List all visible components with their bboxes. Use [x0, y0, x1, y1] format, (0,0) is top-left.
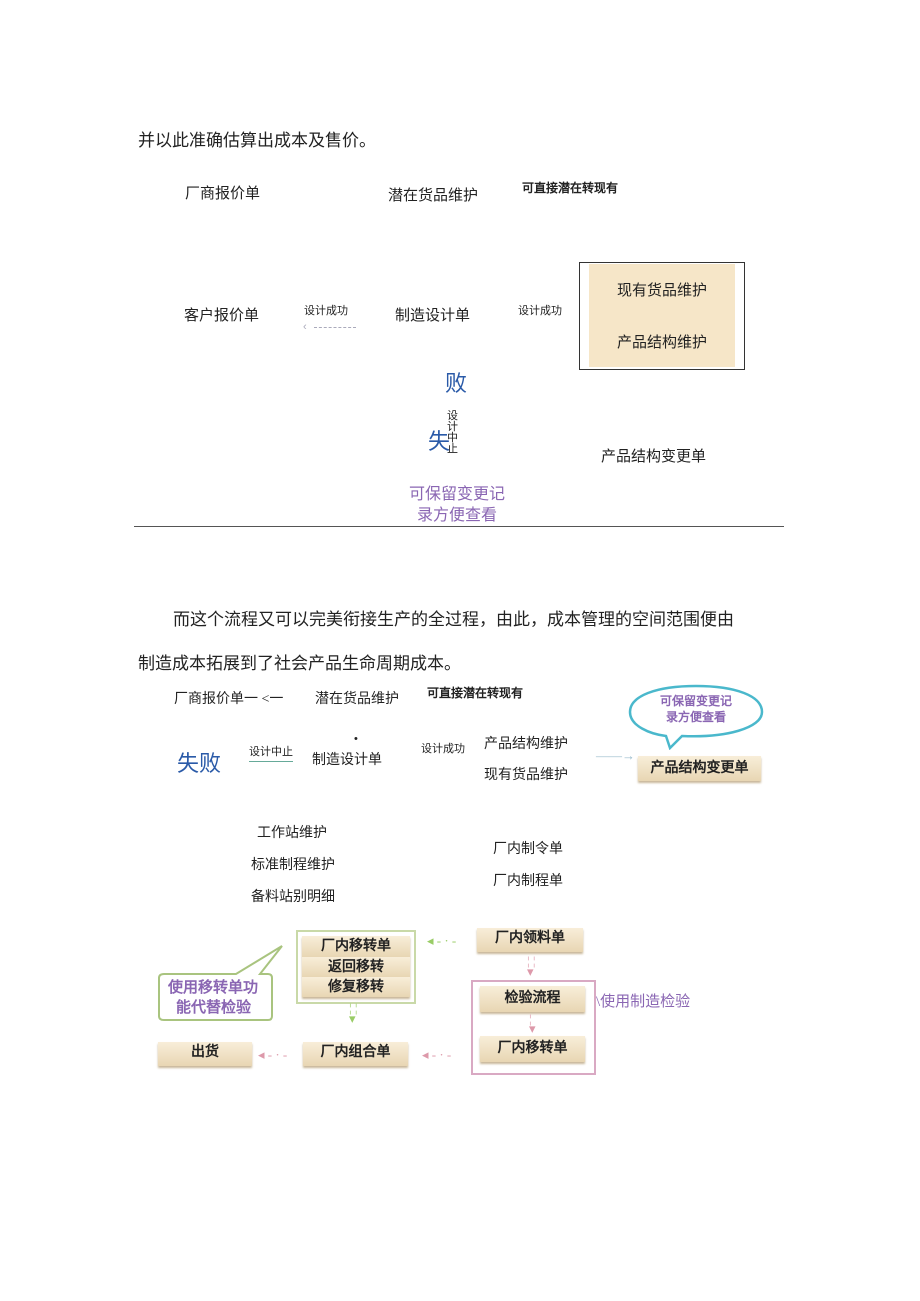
- material-station: 备料站别明细: [251, 890, 335, 905]
- existing-goods: 现有货品维护: [484, 768, 568, 783]
- callout-line2: 能代替检验: [176, 1000, 252, 1016]
- fail-label: 失败: [177, 751, 222, 776]
- keep-record-line2: 录方便查看: [417, 507, 498, 524]
- customer-quote: 客户报价单: [184, 308, 260, 324]
- std-process: 标准制程维护: [251, 858, 335, 873]
- convert-note: 可直接潜在转现有: [427, 686, 524, 700]
- speech-bubble: [628, 684, 764, 750]
- arrow-left-icon: ◂ - · -: [427, 933, 457, 948]
- callout-box: [158, 945, 283, 1021]
- existing-goods: 现有货品维护: [617, 283, 708, 299]
- inspection-group: [471, 980, 596, 1075]
- dot: •: [354, 733, 358, 745]
- shipment-box: 出货: [158, 1042, 252, 1066]
- arrow-left-icon: ◂ - · -: [422, 1047, 452, 1062]
- arrow-right-icon: ——→: [596, 748, 635, 763]
- arrow-left-icon: ◂ - · -: [258, 1047, 288, 1062]
- design-stop: 设计中止: [249, 743, 293, 762]
- bubble-line2: 录方便查看: [666, 710, 727, 724]
- assembly-order-box: 厂内组合单: [303, 1042, 408, 1066]
- fail-char: 失: [428, 429, 451, 454]
- arrow-down-icon: ¦ ▾: [529, 1011, 536, 1036]
- intro-line: 并以此准确估算出成本及售价。: [138, 131, 376, 150]
- fail-char: 败: [445, 371, 468, 396]
- process-order: 厂内制程单: [493, 874, 563, 889]
- workstation: 工作站维护: [257, 826, 327, 841]
- bubble-line1: 可保留变更记: [660, 694, 733, 708]
- paragraph-line2: 制造成本拓展到了社会产品生命周期成本。: [138, 654, 461, 673]
- transfer-order-box-2: 厂内移转单: [480, 1036, 585, 1062]
- divider: [134, 526, 784, 527]
- goods-box: [579, 262, 745, 370]
- mfg-design: 制造设计单: [312, 753, 382, 768]
- mfg-design: 制造设计单: [395, 308, 471, 324]
- work-order: 厂内制令单: [493, 842, 563, 857]
- potential-goods: 潜在货品维护: [315, 692, 399, 707]
- keep-record-line1: 可保留变更记: [409, 486, 506, 503]
- goods-box-fill: [589, 264, 735, 367]
- arrow-down-icon: ¦ ¦ ▾: [349, 1000, 358, 1026]
- structure-change: 产品结构变更单: [601, 449, 707, 465]
- transfer-order-box: 厂内移转单: [302, 936, 410, 957]
- vendor-quote: 厂商报价单一 <一: [174, 692, 284, 707]
- inspection-box: 检验流程: [480, 986, 585, 1012]
- product-structure: 产品结构维护: [484, 737, 568, 752]
- potential-goods: 潜在货品维护: [388, 188, 479, 204]
- repair-transfer-box: 修复移转: [302, 977, 410, 997]
- arrow-left-icon: ‹: [303, 321, 307, 333]
- design-stop-vertical: 设计中止: [447, 410, 458, 455]
- return-transfer-box: 返回移转: [302, 957, 410, 977]
- arrow-down-icon: ¦ ¦ ▾: [527, 953, 536, 979]
- transfer-group: [296, 930, 416, 1004]
- vendor-quote: 厂商报价单: [185, 186, 261, 202]
- structure-change-box: 产品结构变更单: [638, 756, 761, 781]
- product-structure: 产品结构维护: [617, 335, 708, 351]
- design-success: 设计成功: [421, 743, 465, 755]
- callout-line1: 使用移转单功: [168, 980, 259, 996]
- design-success-label: 设计成功: [304, 305, 348, 317]
- use-inspection-label: \使用制造检验: [596, 994, 691, 1010]
- material-pick-box: 厂内领料单: [477, 928, 583, 952]
- design-success-label: 设计成功: [518, 305, 562, 317]
- arrow-line: [314, 327, 356, 328]
- paragraph-line1: 而这个流程又可以完美衔接生产的全过程，由此，成本管理的空间范围便由: [173, 610, 734, 629]
- convert-note: 可直接潜在转现有: [522, 181, 619, 195]
